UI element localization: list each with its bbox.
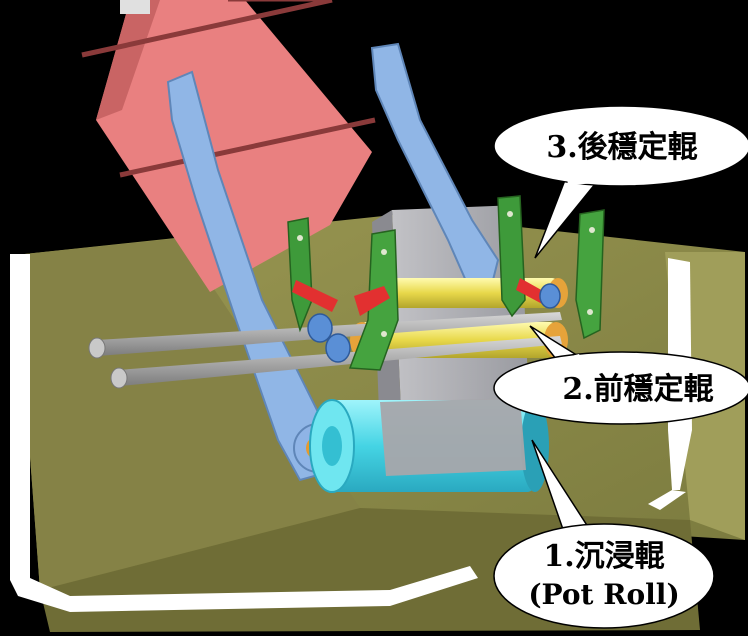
tank-rim-left [10, 254, 70, 612]
callout-rear-roll: 3.後穩定輥 [493, 105, 748, 259]
callout-rear-roll-bubble [493, 105, 748, 187]
callout-pot-roll-sublabel: (Pot Roll) [528, 578, 679, 611]
callout-front-roll-label: 2.前穩定輥 [562, 372, 713, 407]
callout-pot-roll-label: 1.沉浸輥 [543, 539, 664, 574]
callout-front-roll-bubble [493, 351, 748, 425]
tank-rim-bottom [70, 590, 390, 612]
callout-pot-roll: 1.沉浸輥 (Pot Roll) [493, 439, 715, 629]
callout-front-roll: 2.前穩定輥 [493, 325, 748, 425]
callout-pot-roll-bubble [493, 523, 715, 629]
callout-rear-roll-label: 3.後穩定輥 [546, 130, 697, 165]
brackets [287, 195, 605, 371]
